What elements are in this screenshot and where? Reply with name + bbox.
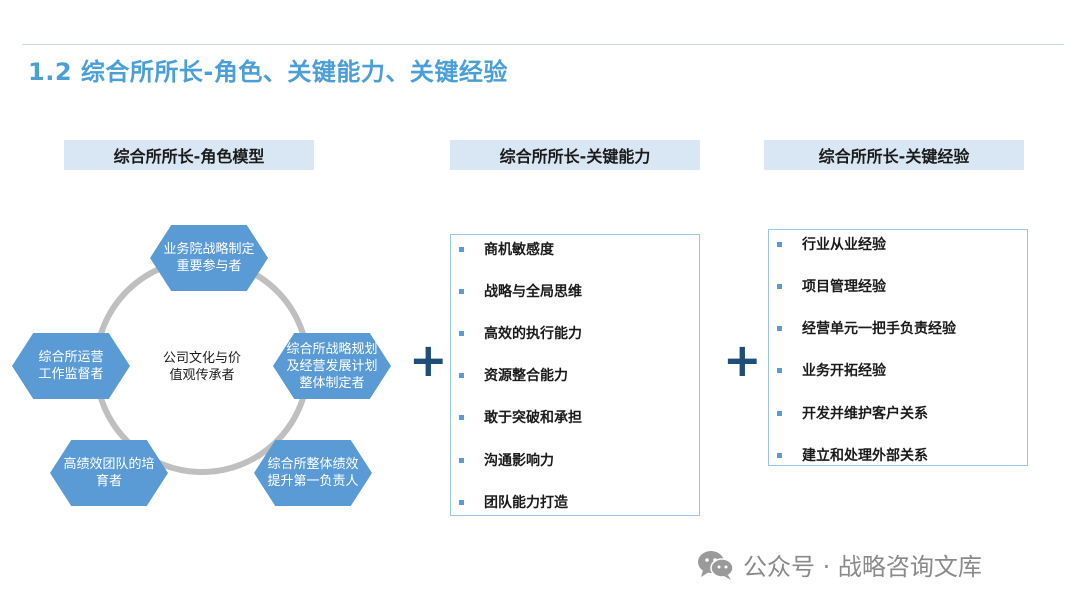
watermark-text: 公众号 · 战略咨询文库 bbox=[743, 553, 982, 581]
bullet-icon bbox=[777, 241, 782, 247]
role-node-text: 业务院战略制定重要参与者 bbox=[163, 242, 255, 274]
cycle-center-label: 公司文化与价值观传承者 bbox=[162, 351, 241, 383]
key-experience-header: 综合所所长-关键经验 bbox=[764, 140, 1024, 170]
key-experience-list: 行业从业经验 项目管理经验 经营单元一把手负责经验 业务开拓经验 开发并维护客户… bbox=[768, 229, 1028, 466]
role-node-strategy-participant: 业务院战略制定重要参与者 bbox=[150, 225, 268, 291]
list-item: 项目管理经验 bbox=[769, 274, 1027, 298]
watermark: 公众号 · 战略咨询文库 bbox=[697, 547, 982, 582]
bullet-icon bbox=[777, 283, 782, 289]
bullet-icon bbox=[777, 410, 782, 416]
role-node-text: 综合所运营工作监督者 bbox=[38, 350, 104, 382]
key-abilities-header: 综合所所长-关键能力 bbox=[450, 140, 700, 170]
list-item: 行业从业经验 bbox=[769, 232, 1027, 256]
list-item: 业务开拓经验 bbox=[769, 358, 1027, 382]
list-item: 经营单元一把手负责经验 bbox=[769, 316, 1027, 340]
bullet-icon bbox=[459, 499, 464, 505]
list-item: 建立和处理外部关系 bbox=[769, 443, 1027, 467]
title-rule bbox=[22, 44, 1064, 45]
bullet-icon bbox=[459, 457, 464, 463]
bullet-icon bbox=[459, 414, 464, 420]
page-title: 1.2 综合所所长-角色、关键能力、关键经验 bbox=[28, 58, 508, 86]
bullet-icon bbox=[459, 330, 464, 336]
list-item: 商机敏感度 bbox=[451, 237, 699, 261]
list-item: 敢于突破和承担 bbox=[451, 405, 699, 429]
role-node-operations-supervisor: 综合所运营工作监督者 bbox=[12, 333, 130, 399]
list-item: 战略与全局思维 bbox=[451, 279, 699, 303]
bullet-icon bbox=[459, 246, 464, 252]
bullet-icon bbox=[459, 288, 464, 294]
list-item: 高效的执行能力 bbox=[451, 321, 699, 345]
role-model-header: 综合所所长-角色模型 bbox=[64, 140, 314, 170]
wechat-icon bbox=[698, 550, 734, 580]
bullet-icon bbox=[777, 325, 782, 331]
list-item: 沟通影响力 bbox=[451, 448, 699, 472]
plus-icon: + bbox=[409, 333, 448, 387]
key-abilities-list: 商机敏感度 战略与全局思维 高效的执行能力 资源整合能力 敢于突破和承担 沟通影… bbox=[450, 234, 700, 516]
bullet-icon bbox=[777, 367, 782, 373]
bullet-icon bbox=[459, 372, 464, 378]
list-item: 团队能力打造 bbox=[451, 490, 699, 514]
plus-icon: + bbox=[723, 333, 762, 387]
list-item: 资源整合能力 bbox=[451, 363, 699, 387]
role-node-text: 综合所战略规划及经营发展计划整体制定者 bbox=[286, 341, 378, 391]
bullet-icon bbox=[777, 452, 782, 458]
role-node-team-builder: 高绩效团队的培育者 bbox=[50, 440, 168, 506]
role-node-plan-maker: 综合所战略规划及经营发展计划整体制定者 bbox=[273, 333, 391, 399]
role-node-performance-owner: 综合所整体绩效提升第一负责人 bbox=[254, 440, 372, 506]
list-item: 开发并维护客户关系 bbox=[769, 401, 1027, 425]
role-node-text: 高绩效团队的培育者 bbox=[63, 457, 155, 489]
role-node-text: 综合所整体绩效提升第一负责人 bbox=[267, 457, 359, 489]
